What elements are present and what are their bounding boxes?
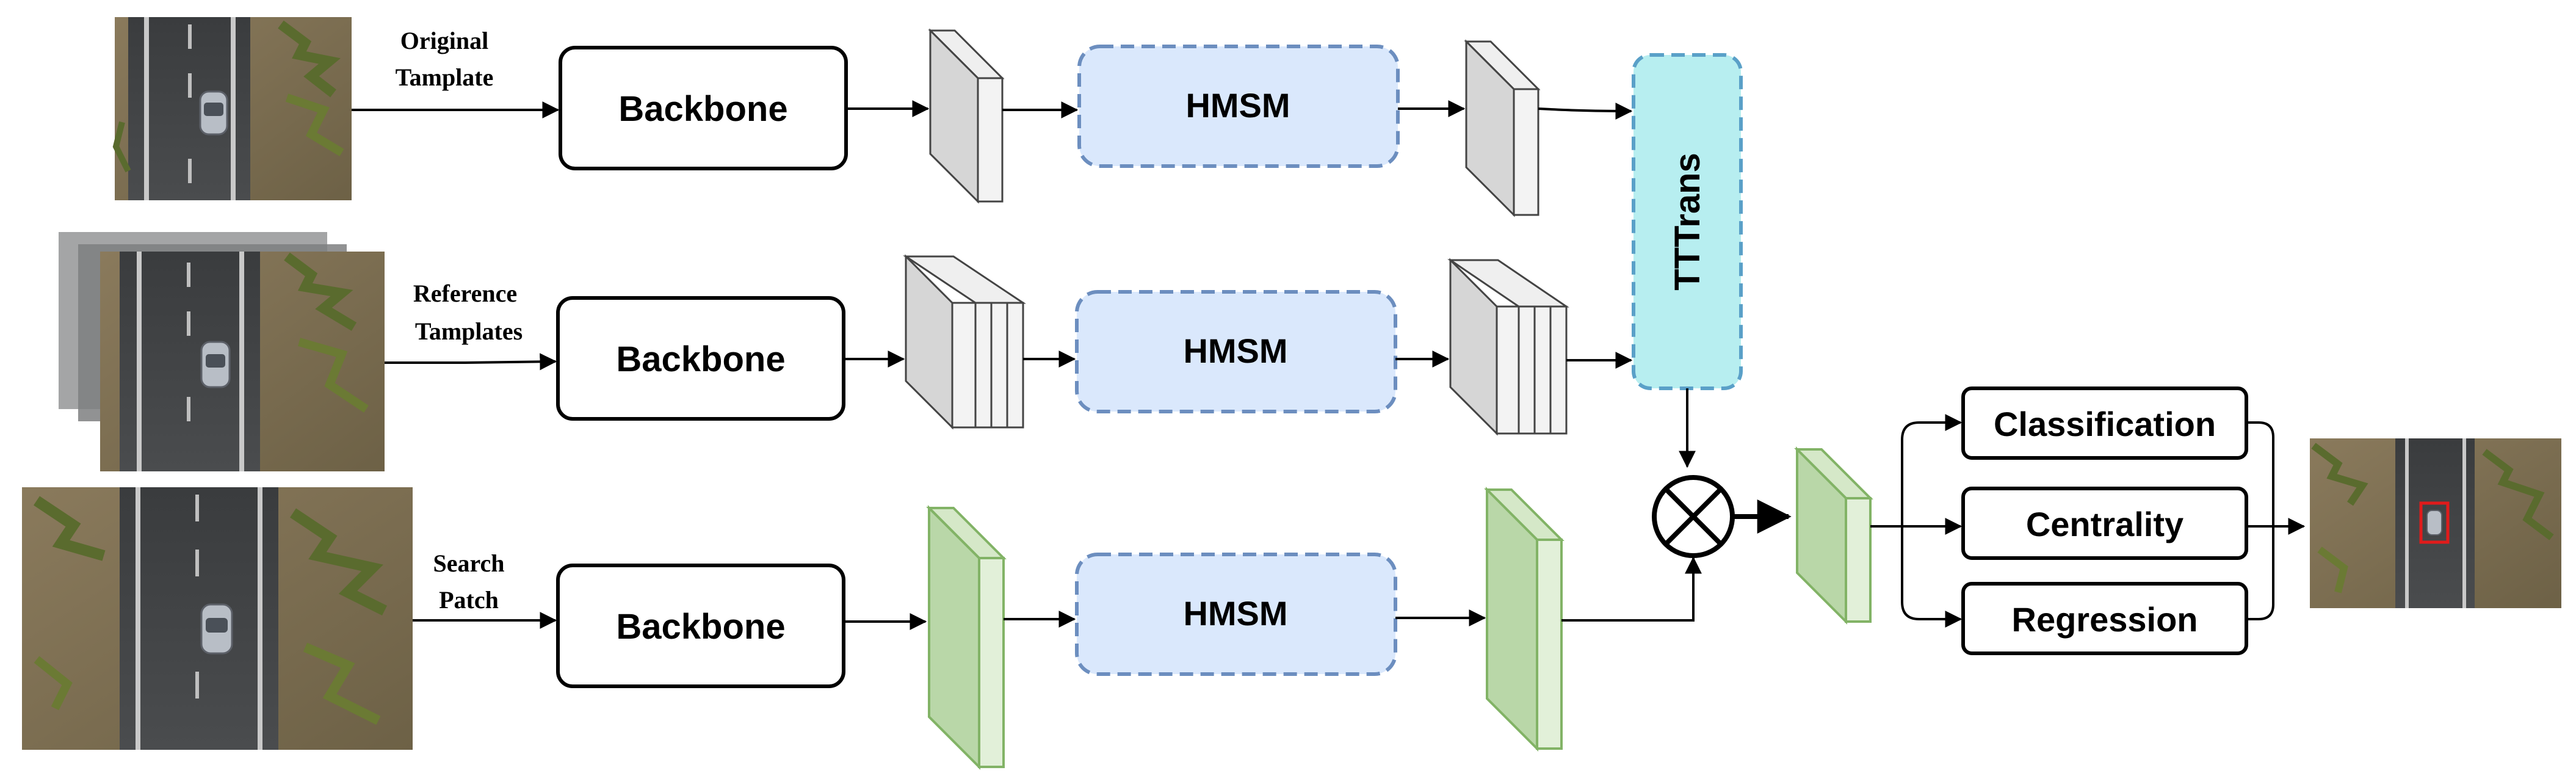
- regression-label: Regression: [2012, 600, 2198, 639]
- feature-map-search: [926, 505, 1007, 770]
- cross-correlation-operator-icon: [1652, 475, 1735, 558]
- classification-head-box: Classification: [1961, 386, 2248, 460]
- centrality-label: Centrality: [2026, 505, 2183, 543]
- search-patch-image: [22, 487, 413, 750]
- backbone-3-label: Backbone: [616, 607, 785, 647]
- original-template-image: [112, 17, 352, 200]
- hmsm-2-label: HMSM: [1183, 332, 1287, 370]
- feature-map-reference: [903, 254, 1026, 430]
- tttrans-box: TTTrans: [1632, 53, 1743, 390]
- arrow-feature1-to-tttrans: [1538, 102, 1633, 120]
- reference-templates-label-line1: Reference: [413, 280, 517, 307]
- search-patch-label-line2: Patch: [439, 586, 499, 614]
- arrow-response-to-regression: [1901, 526, 1963, 628]
- search-patch-label-line1: Search: [433, 550, 504, 577]
- classification-label: Classification: [1994, 405, 2216, 443]
- regression-head-box: Regression: [1961, 582, 2248, 655]
- centrality-head-box: Centrality: [1961, 487, 2248, 560]
- reference-templates-label-line2: Tamplates: [415, 318, 523, 345]
- hmsm-1-label: HMSM: [1185, 86, 1290, 125]
- feature-map-response: [1794, 446, 1873, 625]
- backbone-box-2: Backbone: [556, 296, 845, 421]
- tttrans-label: TTTrans: [1668, 153, 1707, 291]
- backbone-1-label: Backbone: [618, 89, 787, 129]
- hmsm-box-1: HMSM: [1077, 45, 1400, 168]
- feature-map-original-enhanced: [1464, 39, 1541, 217]
- hmsm-box-2: HMSM: [1075, 290, 1397, 413]
- hmsm-box-3: HMSM: [1075, 553, 1397, 676]
- backbone-box-3: Backbone: [556, 564, 845, 688]
- predicted-bounding-box: [2419, 501, 2450, 544]
- original-template-label-line1: Original: [400, 27, 488, 54]
- hmsm-3-label: HMSM: [1183, 594, 1287, 633]
- tracking-result-image: [2310, 438, 2561, 608]
- backbone-2-label: Backbone: [616, 339, 785, 379]
- feature-map-search-enhanced: [1484, 487, 1565, 752]
- arrow-search-feature-to-correlation: [1561, 556, 1702, 622]
- backbone-box-1: Backbone: [559, 46, 848, 170]
- original-template-label-line2: Tamplate: [396, 64, 494, 91]
- feature-map-reference-enhanced: [1447, 258, 1569, 436]
- feature-map-original: [928, 28, 1005, 204]
- reference-templates-image: [59, 232, 385, 471]
- arrow-response-to-classification: [1901, 414, 1963, 526]
- merge-bracket: [2246, 421, 2274, 620]
- arrow-reference-to-backbone: [385, 353, 557, 371]
